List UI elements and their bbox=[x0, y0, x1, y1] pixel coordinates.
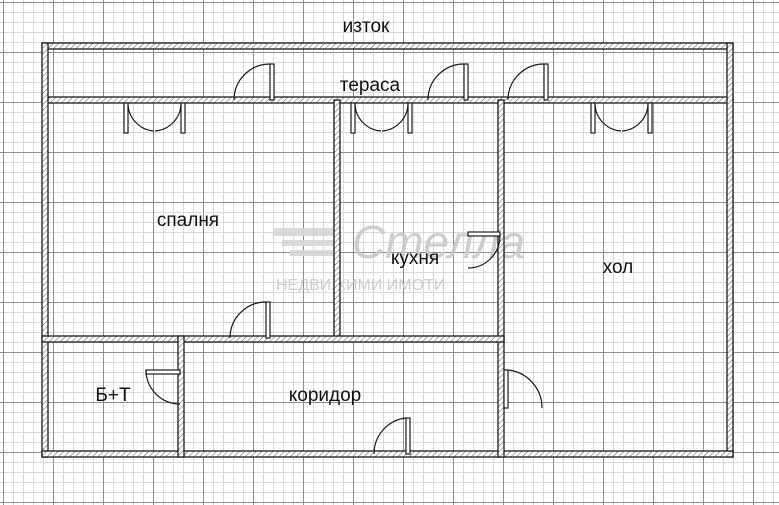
door-kitchen-corridor bbox=[467, 231, 501, 269]
wall-bedroom-bottom bbox=[41, 335, 505, 343]
wall-right-outer bbox=[726, 42, 734, 458]
room-label-corridor: коридор bbox=[289, 385, 362, 406]
door-kitchen-terrace bbox=[427, 63, 469, 101]
room-label-terrace: тераса bbox=[340, 75, 401, 96]
room-label-living-room: хол bbox=[603, 257, 634, 278]
door-bedroom-terrace bbox=[233, 63, 275, 101]
door-bathroom bbox=[145, 369, 181, 405]
watermark-tagline: НЕДВИЖИМИ ИМОТИ bbox=[276, 277, 445, 294]
window-kitchen bbox=[350, 102, 413, 134]
wall-top-outer bbox=[41, 42, 734, 50]
wall-bath-corridor bbox=[177, 335, 185, 458]
door-living-terrace bbox=[507, 63, 549, 101]
watermark-logo: Стелла НЕДВИЖИМИ ИМОТИ bbox=[274, 216, 525, 294]
door-entrance bbox=[373, 417, 411, 455]
door-living-corridor bbox=[503, 369, 543, 409]
wall-terrace-bottom bbox=[41, 96, 734, 104]
wall-kitchen-living bbox=[497, 99, 505, 458]
room-label-kitchen: кухня bbox=[391, 248, 439, 269]
window-bedroom bbox=[123, 102, 186, 134]
room-label-bedroom: спалня bbox=[157, 210, 219, 231]
orientation-label: изток bbox=[343, 16, 390, 37]
wall-bedroom-kitchen bbox=[333, 99, 341, 341]
wall-bottom-outer bbox=[41, 450, 734, 458]
wall-left-outer bbox=[41, 42, 49, 458]
window-living bbox=[590, 102, 653, 134]
room-label-bathroom: Б+Т bbox=[95, 385, 131, 406]
watermark-logo-text: Стелла bbox=[352, 216, 525, 268]
door-bedroom-corridor bbox=[229, 301, 271, 339]
